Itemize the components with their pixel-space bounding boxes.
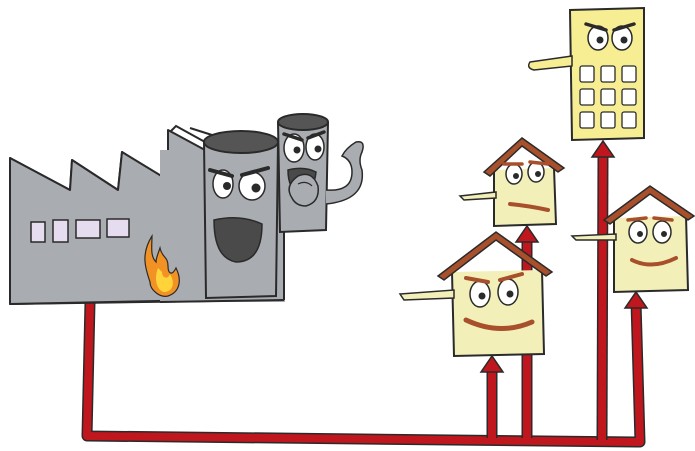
factory-icon (10, 114, 363, 304)
chimney-face-icon (204, 131, 278, 298)
pointing-hand-icon (460, 192, 496, 200)
house-face-icon (572, 186, 694, 292)
apartment-tower-face-icon (529, 8, 644, 140)
pointing-hand-icon (572, 234, 616, 240)
flexing-chimney-icon (278, 114, 363, 232)
house-face-icon (460, 138, 564, 226)
tower-windows (580, 66, 636, 128)
pointing-hand-icon (400, 290, 454, 300)
pointing-hand-icon (529, 56, 572, 70)
